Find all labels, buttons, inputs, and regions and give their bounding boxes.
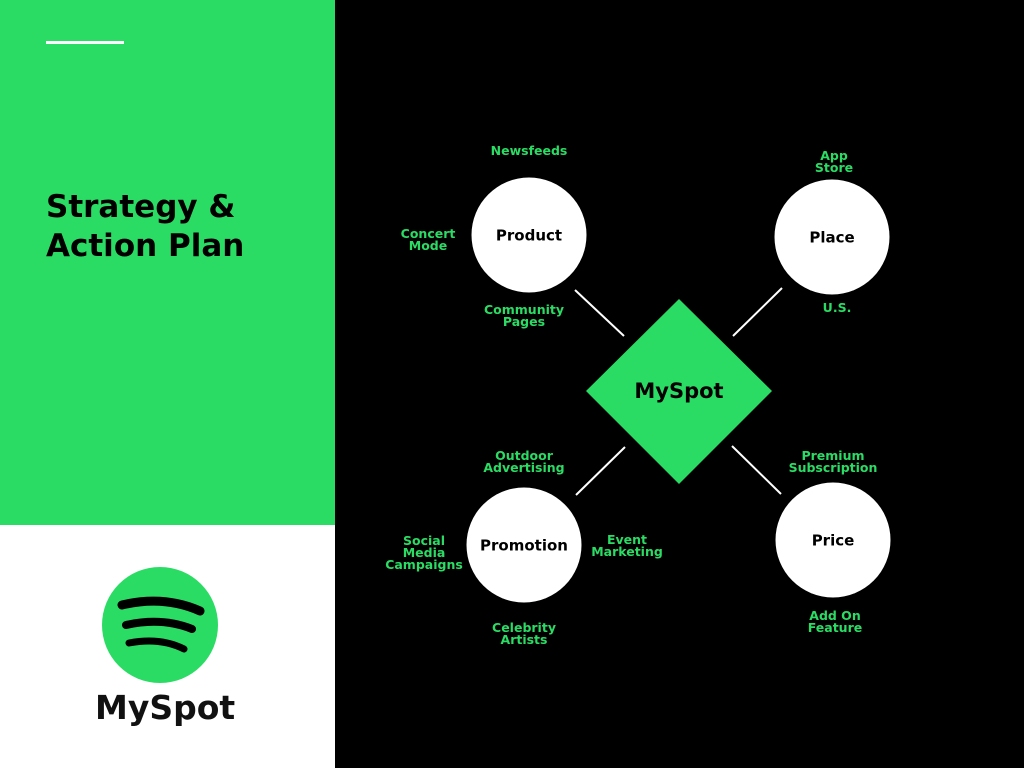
- node-price: Price: [775, 482, 891, 598]
- item-label: Event Marketing: [591, 532, 663, 559]
- item-label: Outdoor Advertising: [483, 448, 565, 475]
- item-label: App Store: [814, 148, 854, 175]
- node-product: Product: [471, 177, 587, 293]
- item-label: Newsfeeds: [490, 143, 568, 158]
- item-label: Add On Feature: [807, 608, 863, 635]
- connector-product: [574, 289, 625, 337]
- connector-price: [731, 445, 782, 495]
- brand-name: MySpot: [95, 688, 236, 727]
- spotify-like-logo-icon: [102, 567, 218, 683]
- item-label: Premium Subscription: [788, 448, 878, 475]
- slide-title: Strategy & Action Plan: [46, 188, 244, 266]
- item-label: Celebrity Artists: [492, 620, 556, 647]
- center-label: MySpot: [634, 379, 724, 403]
- green-panel: [0, 0, 335, 525]
- connector-promotion: [575, 446, 626, 496]
- connector-place: [732, 287, 783, 337]
- center-diamond: [586, 299, 772, 484]
- item-label: Community Pages: [483, 302, 565, 329]
- node-label: Place: [809, 228, 855, 246]
- accent-bar: [46, 41, 124, 44]
- item-label: Concert Mode: [400, 226, 456, 253]
- item-label: U.S.: [822, 300, 852, 315]
- title-line-1: Strategy &: [46, 189, 236, 225]
- item-label: Social Media Campaigns: [385, 533, 463, 572]
- node-label: Price: [811, 531, 855, 549]
- node-place: Place: [774, 179, 890, 295]
- node-label: Product: [495, 226, 563, 244]
- title-line-2: Action Plan: [46, 228, 245, 264]
- node-promotion: Promotion: [466, 487, 582, 603]
- node-label: Promotion: [480, 536, 568, 554]
